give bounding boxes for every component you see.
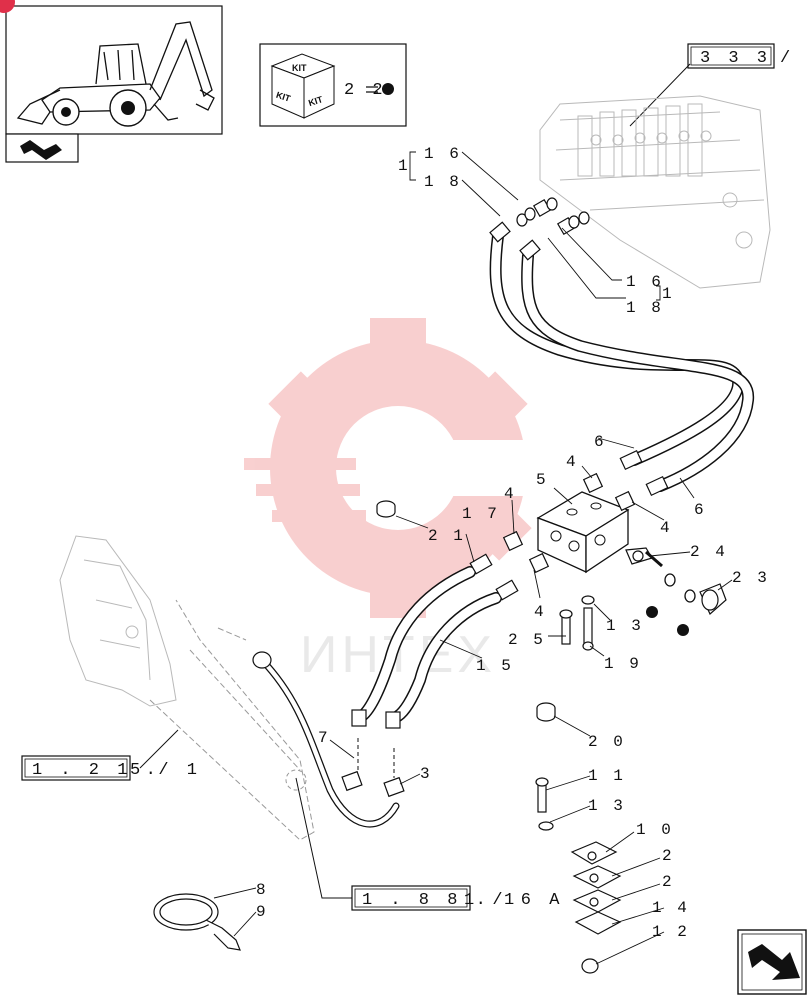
kit-equals-sign [366, 86, 378, 93]
ref-box-frame-suffix: 5 / 1 [130, 761, 201, 780]
callout-16-left: 1 6 [424, 145, 462, 163]
distribution-block [536, 491, 630, 574]
callout-11: 1 1 [588, 767, 626, 785]
callout-18-left: 1 8 [424, 173, 462, 191]
callout-8: 8 [256, 881, 269, 899]
ref-box-frame[interactable]: 1 . 2 1 . 5 / 1 [21, 729, 201, 781]
callout-5: 5 [536, 471, 549, 489]
hose-pair-upper [489, 221, 755, 497]
bolts-13-19-25 [559, 595, 595, 651]
leader-lines [213, 151, 733, 965]
kit-label-top: KIT [292, 63, 307, 73]
hose-clamp-8-9 [153, 893, 241, 951]
callout-2-a: 2 [662, 847, 675, 865]
callout-4-d: 4 [534, 603, 547, 621]
callout-1-right: 1 [662, 285, 675, 303]
kit-box: KIT KIT KIT 2 2 [259, 43, 407, 127]
callout-9: 9 [256, 903, 269, 921]
ref-box-valve-slash: / [780, 49, 794, 68]
callout-21: 2 1 [428, 527, 466, 545]
part-cap-20 [536, 702, 556, 722]
callout-13-top: 1 3 [606, 617, 644, 635]
boom-frame-ghost [59, 535, 315, 841]
callout-7: 7 [318, 729, 331, 747]
rigid-pipe [252, 651, 405, 828]
intex-watermark-logo: ИНТЕХ [244, 318, 538, 684]
next-page-button[interactable] [737, 929, 807, 995]
kit-quantity: 2 2 [344, 81, 387, 100]
callout-6-top: 6 [594, 433, 607, 451]
callout-23: 2 3 [732, 569, 770, 587]
callout-2-b: 2 [662, 873, 675, 891]
control-valve-ghost [539, 95, 771, 289]
callout-24: 2 4 [690, 543, 728, 561]
nav-arrow-icon [20, 140, 62, 160]
callout-labels: 1 1 6 1 8 1 6 1 8 1 6 6 4 4 4 4 5 2 1 1 … [256, 145, 770, 941]
callout-4-a: 4 [566, 453, 579, 471]
kit-dots [646, 606, 689, 636]
kit-label-right: KIT [307, 94, 324, 108]
callout-13-low: 1 3 [588, 797, 626, 815]
callout-17: 1 7 [462, 505, 500, 523]
callout-18-right: 1 8 [626, 299, 664, 317]
callout-6-side: 6 [694, 501, 707, 519]
hose-pair-lower [351, 553, 519, 729]
machine-thumbnail[interactable] [0, 0, 223, 163]
next-page-arrow-icon [748, 944, 800, 980]
kit-cube-icon: KIT KIT KIT [270, 53, 336, 119]
callout-4-b: 4 [504, 485, 517, 503]
fittings-upper [516, 197, 590, 236]
kit-dot-icon [382, 83, 394, 95]
ref-box-valve-label: 3 3 3 [700, 49, 771, 68]
ref-box-valve[interactable]: 3 3 3 / [629, 43, 794, 127]
callout-19: 1 9 [604, 655, 642, 673]
kit-label-left: KIT [275, 90, 292, 104]
callout-15: 1 5 [476, 657, 514, 675]
ref-box-arm-label: 1 . 8 8 . 1 [362, 891, 518, 910]
callout-10: 1 0 [636, 821, 674, 839]
callout-16-right: 1 6 [626, 273, 664, 291]
callout-1-left: 1 [398, 157, 411, 175]
ref-box-arm-suffix: 1 / 6 A [464, 891, 563, 910]
o-rings-block [664, 573, 696, 603]
callout-25: 2 5 [508, 631, 546, 649]
clamp-stack [535, 777, 622, 974]
callout-14: 1 4 [652, 899, 690, 917]
corner-marker [0, 0, 15, 13]
callout-3: 3 [420, 765, 433, 783]
ref-box-arm[interactable]: 1 . 8 8 . 1 1 / 6 A [295, 777, 563, 911]
callout-20: 2 0 [588, 733, 626, 751]
callout-12: 1 2 [652, 923, 690, 941]
callout-4-c: 4 [660, 519, 673, 537]
part-cap-21 [376, 500, 396, 518]
ref-box-frame-label: 1 . 2 1 . [32, 761, 160, 780]
fittings-block [502, 472, 727, 615]
